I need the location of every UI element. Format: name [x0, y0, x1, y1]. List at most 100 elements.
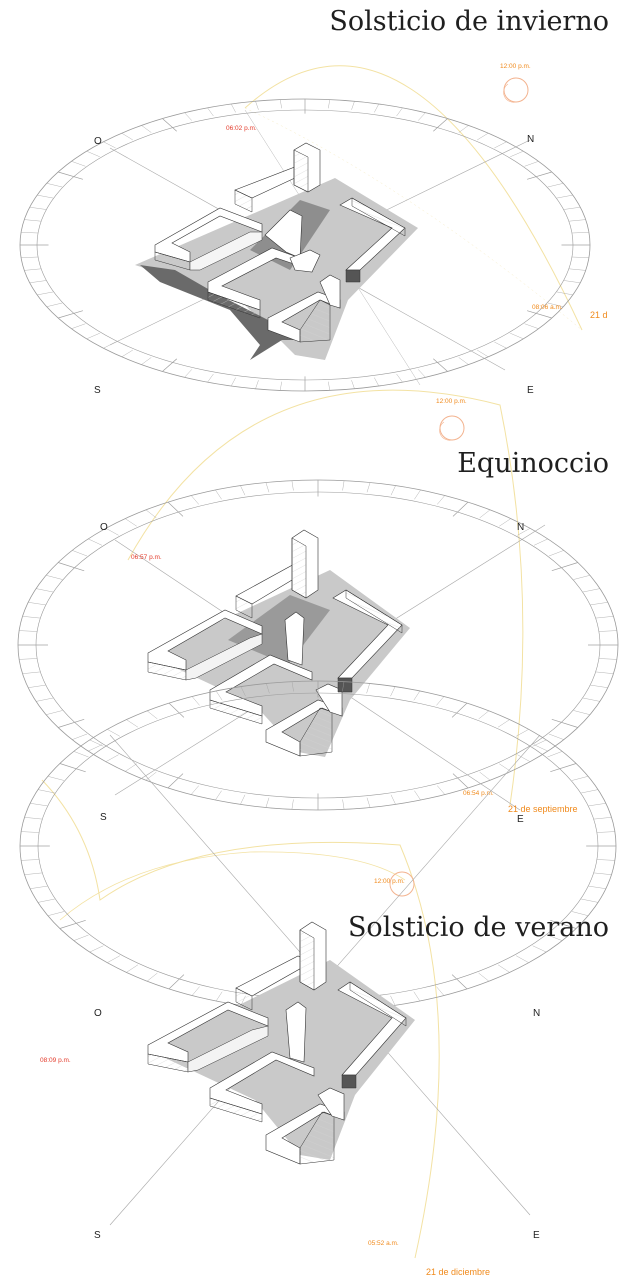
compass-ticks [18, 480, 618, 810]
compass-tick [145, 771, 157, 781]
compass-tick [571, 776, 589, 781]
compass-tick [146, 972, 158, 982]
compass-tick [47, 911, 65, 916]
compass-tick [597, 859, 615, 861]
cardinal-west: O [94, 136, 102, 147]
building-block [284, 611, 305, 666]
compass-tick [598, 658, 617, 660]
sun-disc [439, 415, 465, 441]
compass-tick [396, 373, 403, 383]
compass-tick [328, 99, 330, 109]
building-block-face [209, 1097, 263, 1123]
compass-tick [28, 602, 46, 606]
sunset-label: 08:09 p.m. [40, 1057, 71, 1064]
compass-tick [71, 323, 86, 329]
compass-tick [121, 133, 133, 141]
compass-tick [89, 945, 104, 953]
cardinal-west: O [94, 1008, 102, 1019]
compass-tick [568, 219, 586, 222]
compass-tick [582, 588, 600, 593]
compass-tick [240, 794, 246, 805]
compass-tick [414, 489, 421, 500]
cardinal-east: E [527, 385, 534, 396]
compass-tick [597, 831, 615, 833]
building-block-face [209, 699, 263, 725]
compass-tick [191, 986, 200, 996]
building-block [289, 249, 321, 273]
compass-tick [573, 575, 590, 580]
building-block [189, 231, 263, 271]
noon-label: 12:00 p.m. [500, 63, 531, 70]
compass-tick [494, 141, 507, 149]
cardinal-south: S [94, 385, 101, 396]
compass-tick [436, 696, 445, 706]
compass-tick [437, 785, 445, 795]
compass-tick [516, 955, 529, 963]
panel-equinox: Equinoccio O N S E 12:00 p.m. 06:57 p.m.… [17, 389, 619, 825]
compass-tick [37, 291, 54, 296]
sun-path-arc [59, 851, 406, 921]
compass-tick [510, 151, 524, 157]
compass-tick [571, 232, 589, 234]
compass-tick [21, 831, 39, 833]
compass-tick [103, 141, 116, 149]
compass-tick [588, 803, 606, 807]
compass-tick [86, 333, 100, 339]
compass-tick [595, 671, 614, 674]
compass-tick [342, 480, 345, 491]
compass-tick [477, 133, 489, 141]
sunrise-label: 05:52 a.m. [368, 1240, 399, 1247]
compass-tick [231, 103, 236, 113]
compass-tick [590, 602, 608, 606]
noon-label: 12:00 p.m. [374, 878, 405, 885]
compass-tick [215, 690, 223, 701]
building-block-face [299, 707, 333, 757]
compass-tick [436, 986, 445, 996]
cast-shadow [140, 265, 300, 360]
tower-face [293, 149, 309, 193]
compass-ticks [20, 681, 616, 1011]
cardinal-south: S [94, 1230, 101, 1241]
compass-tick [351, 380, 355, 389]
compass-tick [524, 161, 539, 167]
compass-tick [497, 719, 510, 728]
compass-tick [595, 616, 614, 619]
compass-tick [452, 501, 469, 517]
compass-tick [581, 898, 599, 903]
compass-tick [458, 125, 469, 133]
cardinal-south: S [100, 812, 107, 823]
compass-tick [342, 681, 345, 692]
compass-tick [126, 964, 139, 973]
compass-tick [551, 718, 578, 728]
compass-tick [374, 377, 379, 387]
compass-tick [58, 562, 85, 572]
compass-tick [107, 955, 120, 963]
compass-tick [593, 872, 612, 875]
compass-tick [478, 710, 490, 720]
compass-tick [121, 349, 133, 357]
compass-tick [37, 194, 54, 199]
compass-tick [556, 194, 573, 199]
compass-tick [30, 803, 48, 807]
compass-tick [21, 232, 39, 234]
site-model [147, 921, 415, 1165]
building-block [319, 274, 341, 309]
compass-tick [22, 616, 41, 619]
compass-tick [452, 773, 469, 789]
compass-tick [433, 118, 448, 132]
compass-tick [265, 482, 270, 493]
compass-tick [517, 528, 531, 536]
compass-tick [21, 859, 39, 861]
sun-disc-shade [439, 421, 453, 441]
compass-tick [58, 310, 83, 319]
compass-tick [59, 763, 86, 773]
compass-tick [396, 107, 403, 117]
compass-tick [24, 872, 43, 875]
building-block-face [351, 197, 406, 237]
compass-tick [28, 684, 46, 688]
compass-tick [433, 358, 448, 372]
compass-tick [191, 696, 200, 706]
compass-tick [36, 697, 54, 702]
compass-tick [146, 710, 158, 720]
compass-tick [374, 103, 379, 113]
